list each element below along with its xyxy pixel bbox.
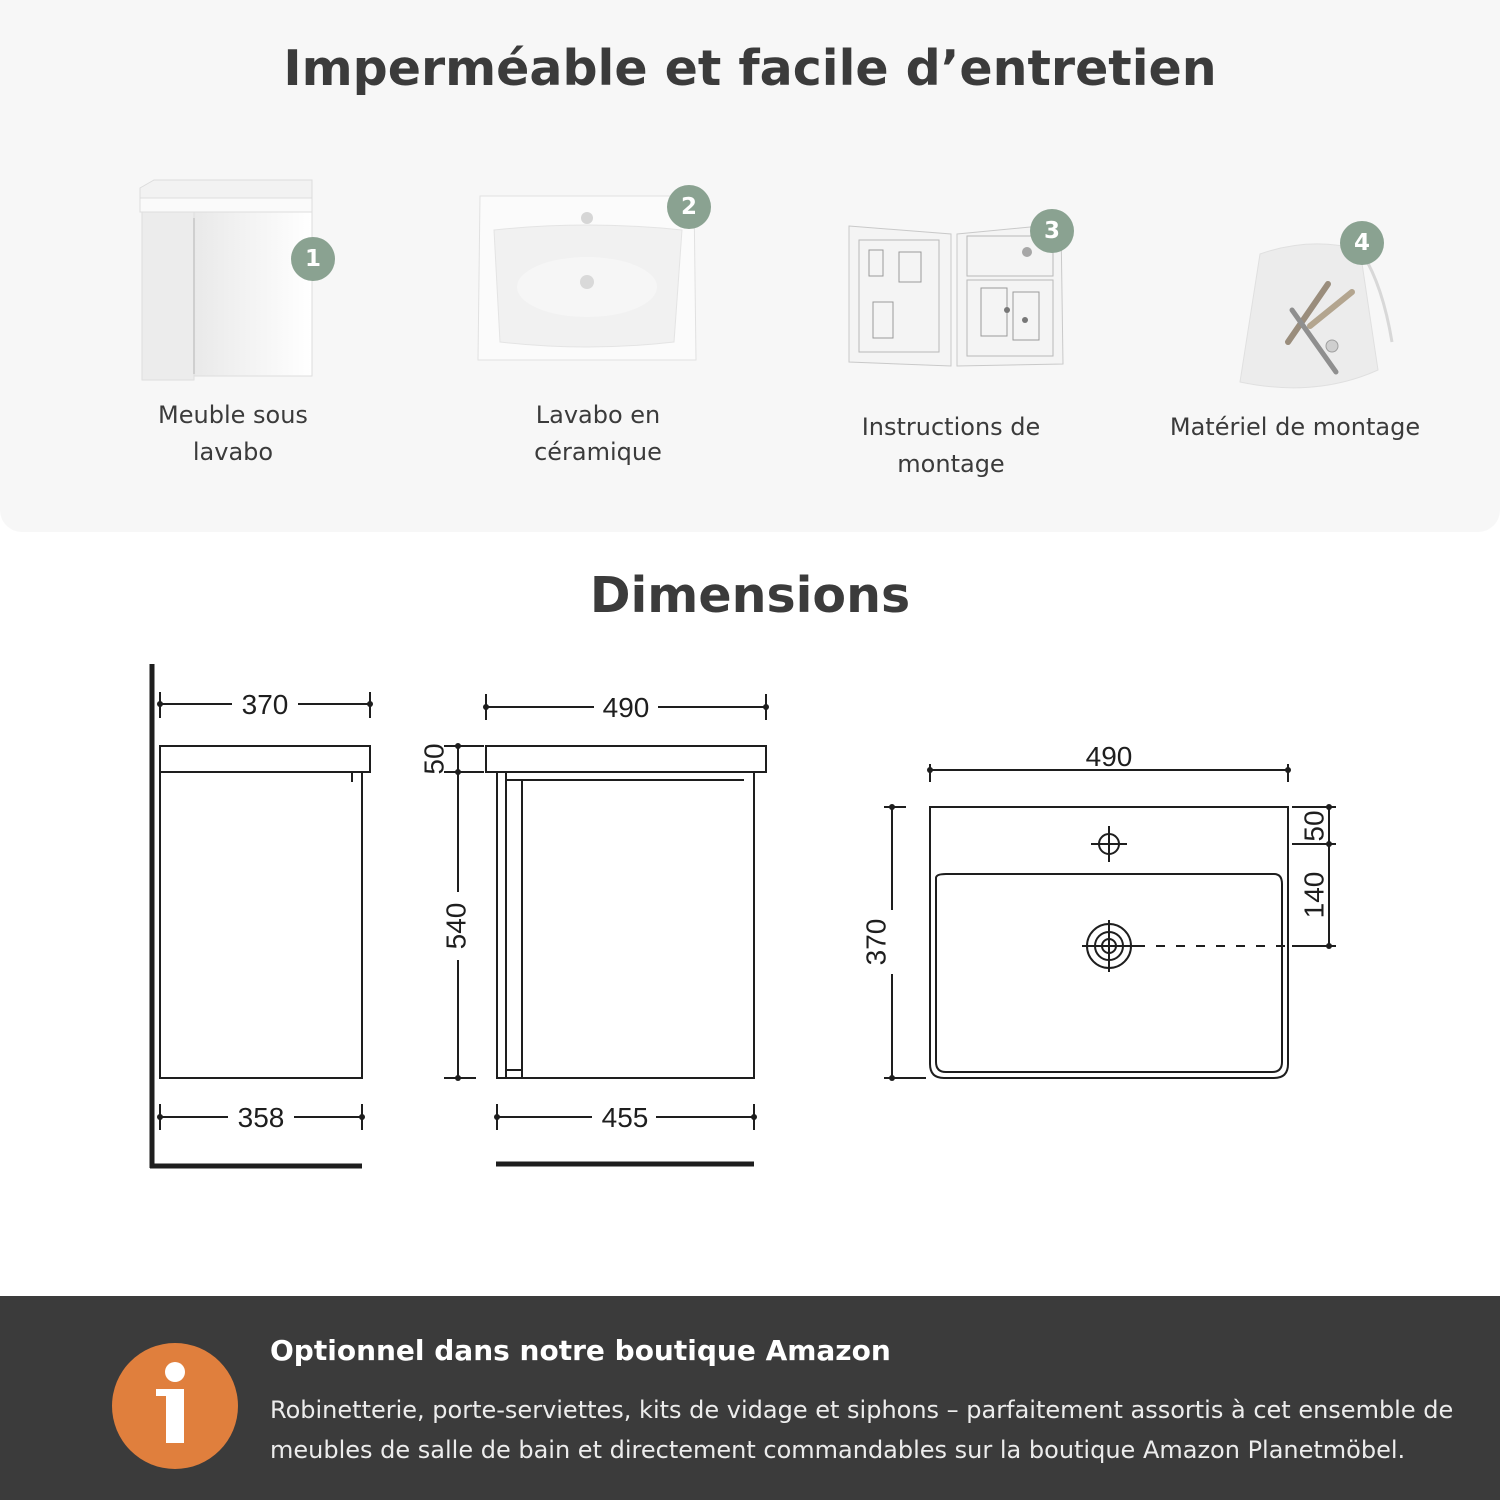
- section-title-dimensions: Dimensions: [589, 567, 911, 624]
- dim-front-top-thickness: 50: [418, 743, 449, 774]
- cabinet-image: [139, 179, 313, 381]
- dimension-drawing: 370 358 490 50 540 455 490 370 50 140: [149, 664, 1336, 1169]
- item-number-badge: 3: [1030, 209, 1074, 253]
- item-number-badge: 4: [1340, 221, 1384, 265]
- hardware-bag-image: [1239, 243, 1394, 389]
- dim-basin-depth: 370: [860, 919, 891, 966]
- basin-image: [477, 195, 697, 361]
- dim-front-bottom-width: 455: [602, 1102, 649, 1133]
- item-label: Meuble sous lavabo: [158, 401, 308, 466]
- contents-panel: Imperméable et facile d’entretien 1 Meub…: [0, 0, 1500, 532]
- dim-front-top-width: 490: [603, 692, 650, 723]
- item-label: Instructions de montage: [861, 413, 1041, 478]
- item-label: Matériel de montage: [1169, 413, 1421, 441]
- info-banner: Optionnel dans notre boutique Amazon Rob…: [0, 1296, 1500, 1500]
- item-label: Lavabo en céramique: [534, 401, 662, 466]
- section-title-contents: Imperméable et facile d’entretien: [283, 40, 1217, 97]
- dim-front-height: 540: [440, 903, 471, 950]
- info-text: Robinetterie, porte-serviettes, kits de …: [270, 1396, 1454, 1464]
- item-number-badge: 2: [667, 185, 711, 229]
- dim-basin-width: 490: [1086, 741, 1133, 772]
- dim-side-bottom-width: 358: [238, 1102, 285, 1133]
- info-icon: [112, 1343, 238, 1469]
- dim-side-top-width: 370: [242, 689, 289, 720]
- info-title: Optionnel dans notre boutique Amazon: [270, 1334, 891, 1367]
- dim-basin-tap-offset: 50: [1298, 810, 1329, 841]
- dim-basin-drain-offset: 140: [1298, 872, 1329, 919]
- instructions-image: [848, 223, 1064, 367]
- item-number-badge: 1: [291, 237, 335, 281]
